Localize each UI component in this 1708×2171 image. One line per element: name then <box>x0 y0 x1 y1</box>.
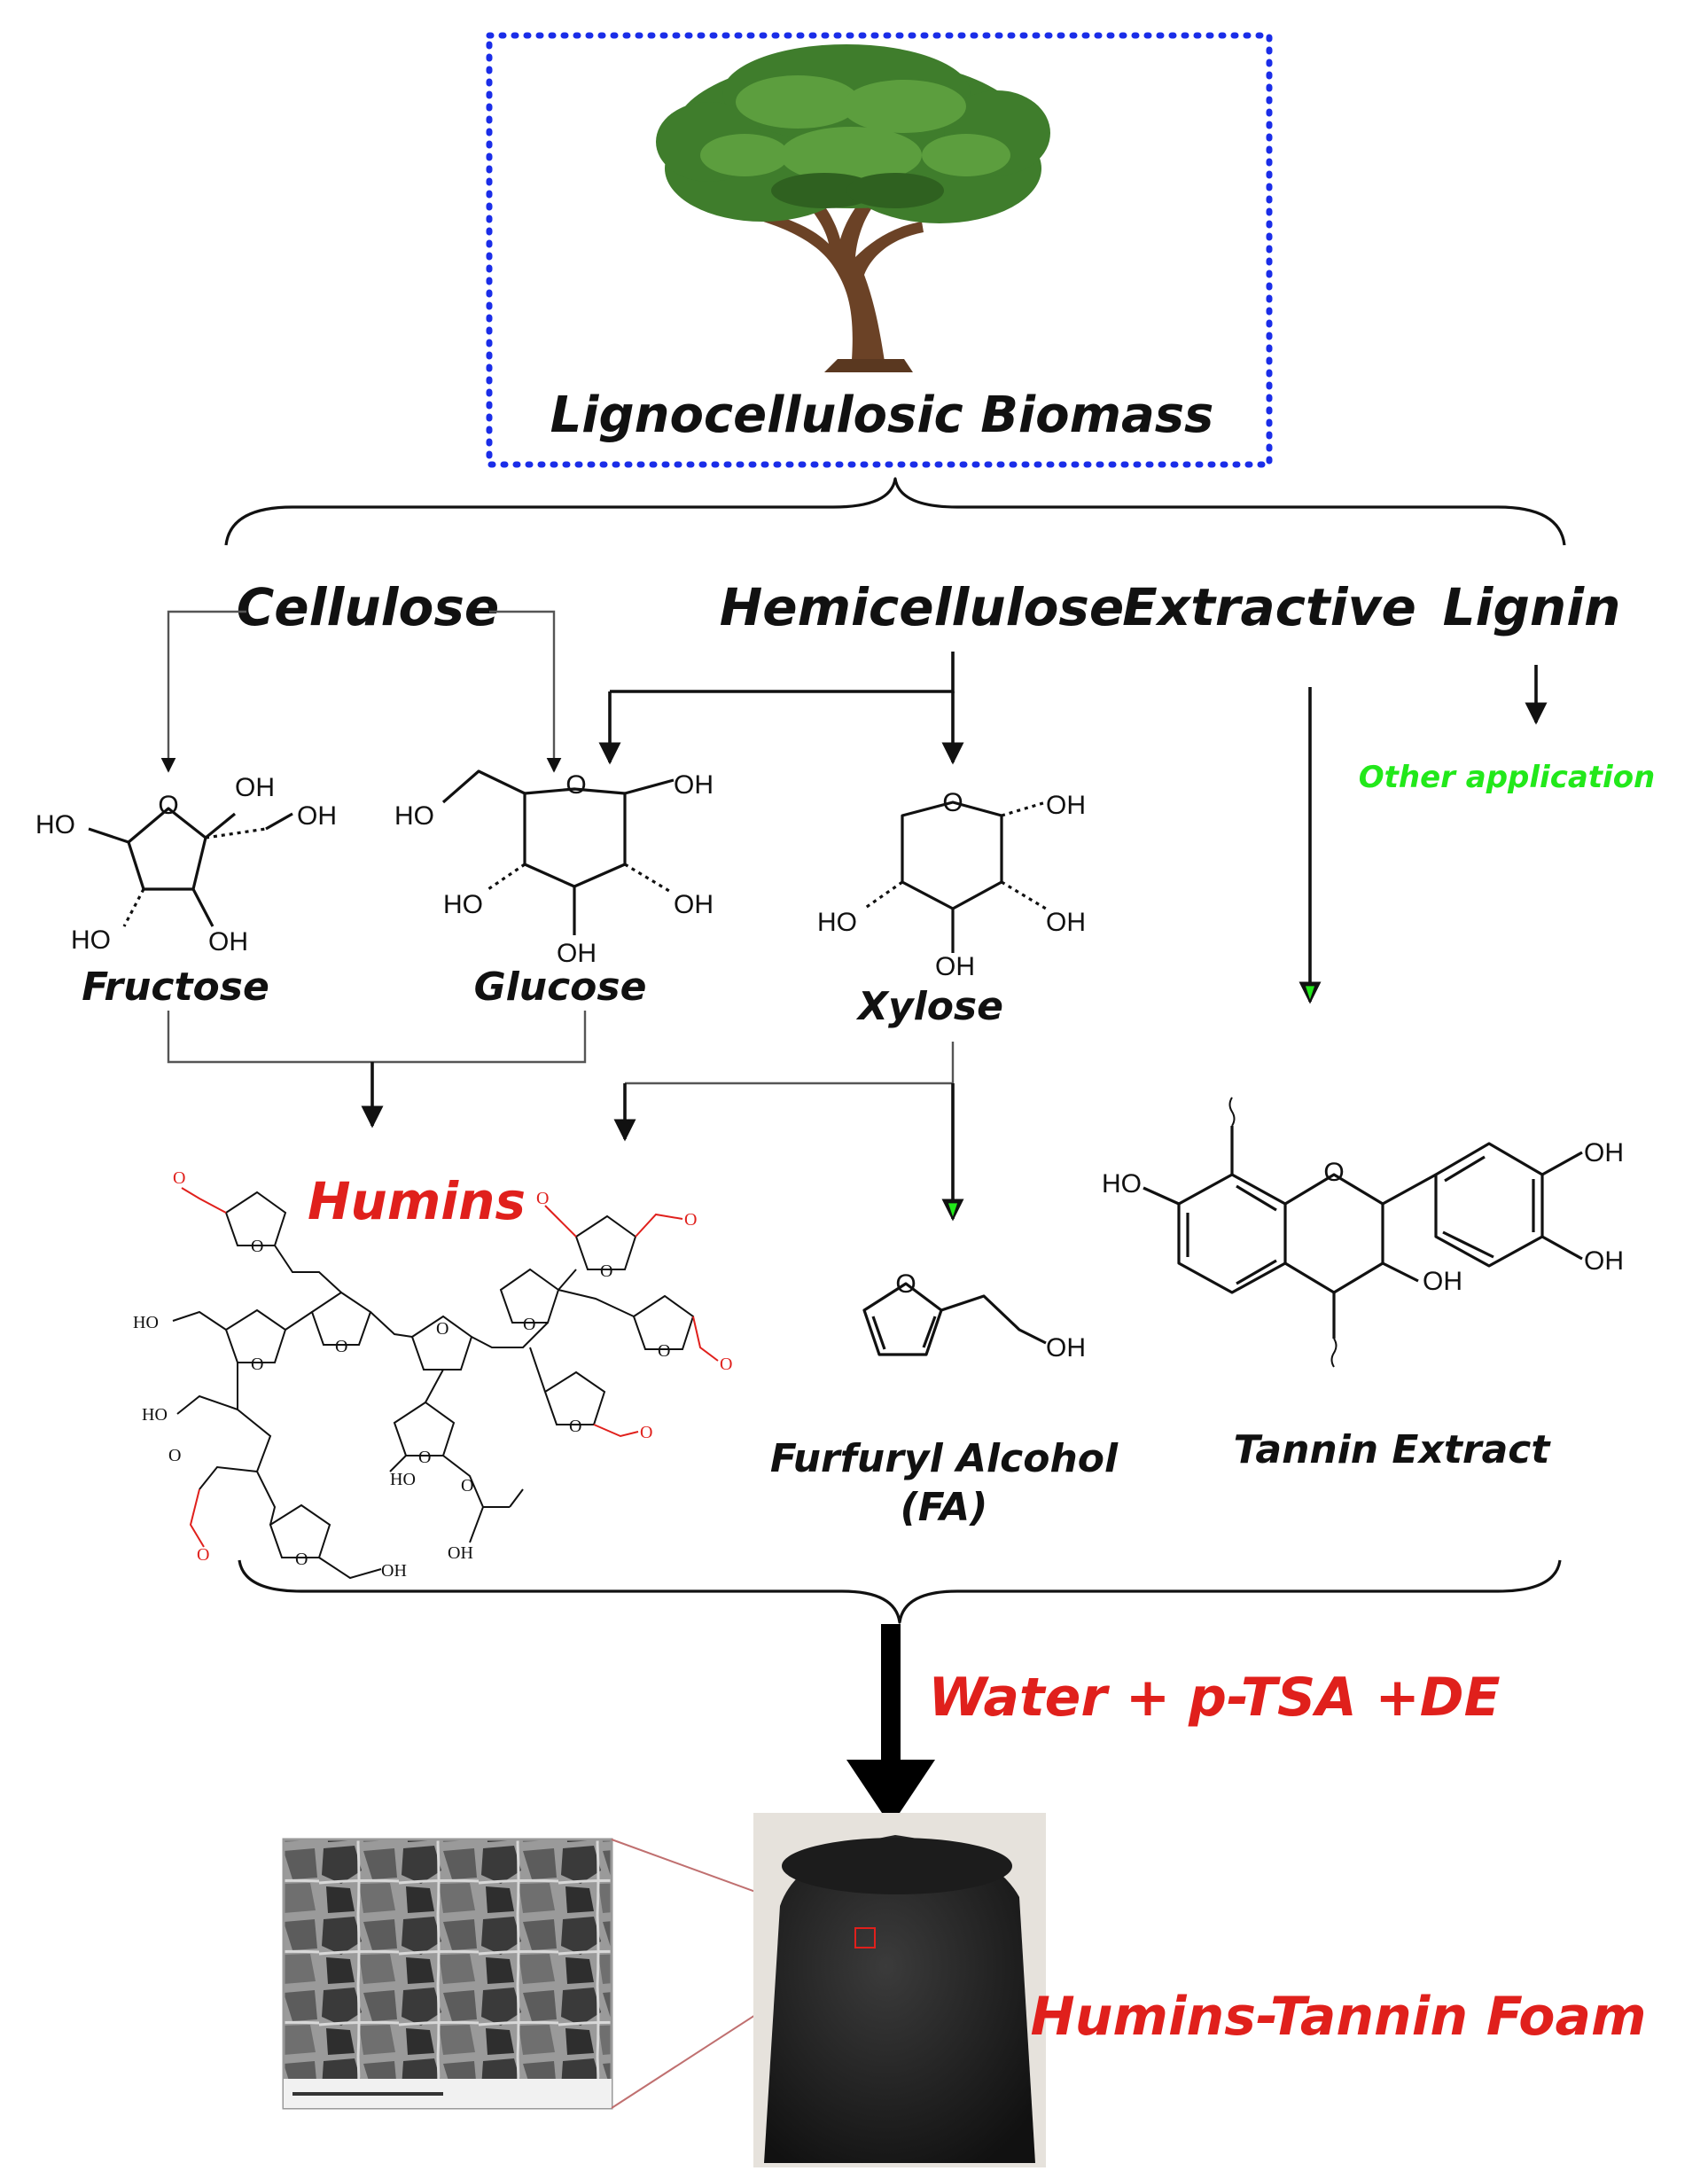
svg-text:O: O <box>251 1355 263 1374</box>
biomass-title: Lignocellulosic Biomass <box>550 387 1214 444</box>
process-arrowhead <box>846 1760 935 1826</box>
tree-icon <box>656 44 1050 372</box>
fructose-label: Fructose <box>82 964 269 1010</box>
hemicellulose-label: Hemicellulose <box>720 577 1125 637</box>
svg-text:HO: HO <box>35 810 75 840</box>
svg-text:O: O <box>173 1168 185 1188</box>
other-application-note: Other application <box>1359 760 1656 795</box>
humins-label: Humins <box>308 1171 526 1231</box>
svg-text:OH: OH <box>448 1543 473 1563</box>
svg-text:O: O <box>942 788 963 817</box>
tannin-structure: O HO OH OH OH <box>1102 1097 1624 1368</box>
svg-text:HO: HO <box>133 1313 159 1332</box>
reagents-label: Water + p-TSA +DE <box>928 1667 1500 1729</box>
svg-text:O: O <box>158 791 178 820</box>
furfuryl-alcohol-label: Furfuryl Alcohol <box>770 1436 1119 1481</box>
svg-text:HO: HO <box>394 801 434 831</box>
svg-text:OH: OH <box>297 801 337 831</box>
svg-text:O: O <box>436 1319 448 1339</box>
sem-micrograph <box>282 1838 613 2110</box>
svg-text:O: O <box>1323 1158 1344 1187</box>
extractive-label: Extractive <box>1122 577 1416 637</box>
svg-text:HO: HO <box>443 890 483 919</box>
svg-text:O: O <box>418 1448 431 1467</box>
svg-text:HO: HO <box>390 1470 416 1489</box>
top-brace <box>224 477 1566 546</box>
glucose-label: Glucose <box>474 964 647 1010</box>
svg-text:O: O <box>251 1237 263 1256</box>
xylose-structure: O OH HO OH OH <box>817 788 1086 981</box>
svg-text:OH: OH <box>1046 1333 1086 1363</box>
svg-text:OH: OH <box>674 890 714 919</box>
svg-text:HO: HO <box>817 908 857 937</box>
svg-text:OH: OH <box>1584 1246 1624 1276</box>
svg-text:OH: OH <box>557 939 597 968</box>
svg-text:OH: OH <box>1046 791 1086 820</box>
product-label: Humins-Tannin Foam <box>1031 1986 1647 2048</box>
svg-text:OH: OH <box>235 773 275 802</box>
xylose-branch-line <box>625 1042 955 1085</box>
hemicellulose-branch-line <box>610 652 955 693</box>
svg-text:O: O <box>720 1355 732 1374</box>
svg-text:O: O <box>536 1189 549 1208</box>
svg-text:HO: HO <box>71 925 111 955</box>
svg-text:O: O <box>461 1476 473 1495</box>
fructose-glucose-merge-line <box>167 1011 587 1064</box>
cellulose-to-fructose-arrow <box>160 610 246 773</box>
svg-text:O: O <box>569 1417 581 1436</box>
foam-photo <box>753 1813 1046 2167</box>
svg-text:O: O <box>523 1315 535 1334</box>
bottom-brace <box>238 1559 1562 1624</box>
cellulose-to-glucose-arrow <box>489 610 562 773</box>
fructose-structure: O OH OH HO HO OH <box>35 773 337 957</box>
furfuryl-alcohol-structure: O OH <box>862 1269 1086 1363</box>
svg-text:O: O <box>335 1337 347 1356</box>
glucose-structure: O OH HO HO OH OH <box>394 769 714 968</box>
svg-text:O: O <box>658 1341 670 1361</box>
svg-text:O: O <box>684 1210 697 1230</box>
svg-text:HO: HO <box>1102 1169 1142 1199</box>
svg-text:OH: OH <box>208 927 248 957</box>
lignin-label: Lignin <box>1443 577 1621 637</box>
svg-text:OH: OH <box>1046 908 1086 937</box>
furfuryl-alcohol-abbr: (FA) <box>901 1485 988 1530</box>
svg-text:O: O <box>295 1550 308 1569</box>
svg-text:OH: OH <box>935 952 975 981</box>
svg-text:O: O <box>168 1446 181 1465</box>
svg-text:OH: OH <box>1423 1267 1462 1296</box>
svg-text:O: O <box>197 1545 209 1565</box>
tannin-label: Tannin Extract <box>1234 1427 1552 1472</box>
svg-text:OH: OH <box>381 1561 407 1581</box>
svg-text:OH: OH <box>1584 1138 1624 1167</box>
svg-text:O: O <box>640 1423 652 1442</box>
svg-text:O: O <box>600 1261 612 1281</box>
svg-text:O: O <box>565 770 586 800</box>
humins-structure: O O O O O O O O O O HO HO HO OH OH O O O… <box>133 1168 732 1581</box>
svg-text:HO: HO <box>142 1405 168 1425</box>
xylose-label: Xylose <box>855 984 1003 1029</box>
svg-text:OH: OH <box>674 770 714 800</box>
cellulose-label: Cellulose <box>237 577 500 637</box>
biomass-frame <box>486 32 1273 468</box>
svg-text:O: O <box>895 1269 916 1299</box>
